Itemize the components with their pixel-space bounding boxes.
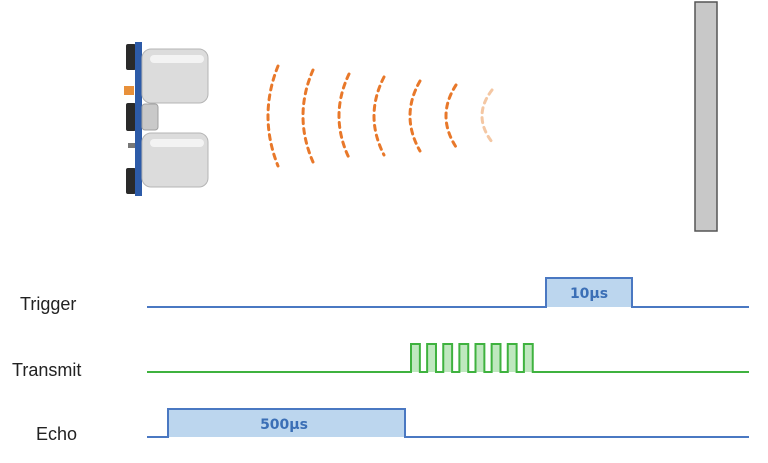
sound-wave-icon — [266, 64, 494, 168]
sensor-board — [135, 42, 142, 196]
transmit-label: Transmit — [12, 360, 82, 380]
ultrasonic-sensor-icon — [124, 42, 209, 196]
transducer-highlight — [150, 139, 204, 147]
wall-obstacle-icon — [694, 1, 718, 232]
sound-wave-arc — [301, 68, 315, 164]
echo-waveform — [147, 408, 749, 438]
sensor-pin — [126, 44, 136, 70]
trigger-signal: 10µs — [147, 277, 749, 308]
crystal-component — [141, 103, 159, 131]
trigger-waveform — [147, 277, 749, 308]
trigger-pulse-label: 10µs — [570, 286, 608, 302]
sound-wave-arc — [444, 83, 458, 149]
transmit-burst-fill — [411, 344, 533, 372]
echo-label: Echo — [36, 424, 78, 444]
sound-wave-arc — [266, 64, 280, 168]
transmit-signal — [147, 343, 749, 373]
sensor-pin — [126, 168, 136, 194]
transducer-highlight — [150, 55, 204, 63]
sound-wave-arc — [480, 88, 494, 144]
sensor-pin — [126, 103, 136, 131]
trigger-label: Trigger — [20, 294, 77, 314]
sound-wave-arc — [372, 75, 386, 157]
trigger-pulse-fill — [546, 278, 632, 307]
sound-wave-arc — [408, 79, 422, 153]
transmit-waveform — [147, 343, 749, 373]
echo-pulse-label: 500µs — [260, 417, 308, 433]
echo-signal: 500µs — [147, 408, 749, 438]
sensor-pin — [128, 143, 136, 148]
echo-pulse-fill — [168, 409, 405, 437]
sensor-pin — [124, 86, 134, 95]
sound-wave-arc — [337, 72, 351, 160]
